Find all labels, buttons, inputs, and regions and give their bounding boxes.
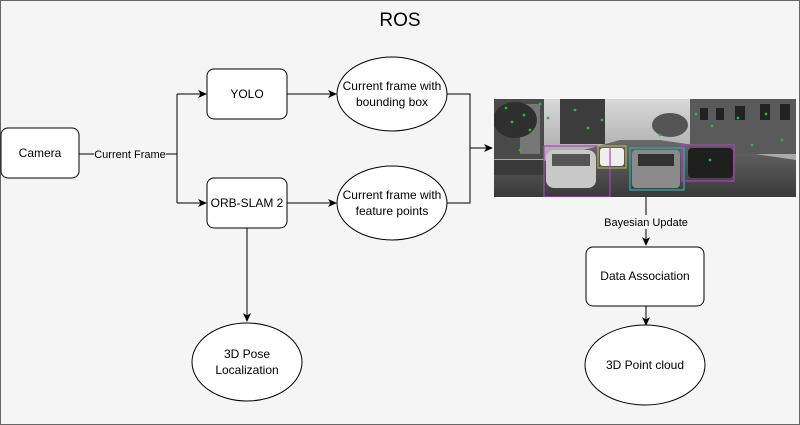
point-cloud-label: 3D Point cloud (606, 358, 684, 372)
ros-title: ROS (379, 10, 420, 31)
pose-localization-node[interactable]: 3D Pose Localization (191, 322, 303, 402)
current-frame-label: Current Frame (94, 149, 166, 161)
bayesian-update-label: Bayesian Update (604, 217, 688, 229)
orb-slam-label: ORB-SLAM 2 (211, 196, 284, 210)
camera-node[interactable]: Camera (0, 127, 80, 179)
pose-line2: Localization (215, 363, 278, 377)
point-cloud-node[interactable]: 3D Point cloud (584, 324, 706, 406)
yolo-label: YOLO (230, 87, 263, 101)
street-scene-detection-image (494, 99, 796, 197)
bbox-frame-line1: Current frame with (343, 79, 442, 93)
data-association-node[interactable]: Data Association (585, 246, 705, 307)
camera-label: Camera (19, 146, 62, 160)
yolo-node[interactable]: YOLO (206, 68, 288, 120)
current-frame-label-bg (94, 147, 166, 161)
data-association-label: Data Association (600, 269, 689, 283)
bbox-frame-line2: bounding box (356, 95, 428, 109)
feature-frame-line1: Current frame with (343, 188, 442, 202)
feature-frame-line2: feature points (356, 204, 429, 218)
orb-slam-node[interactable]: ORB-SLAM 2 (206, 177, 288, 229)
bbox-frame-node[interactable]: Current frame with bounding box (336, 56, 448, 132)
feature-frame-node[interactable]: Current frame with feature points (336, 165, 448, 241)
pose-line1: 3D Pose (224, 347, 270, 361)
bayesian-update-label-bg (602, 215, 690, 229)
